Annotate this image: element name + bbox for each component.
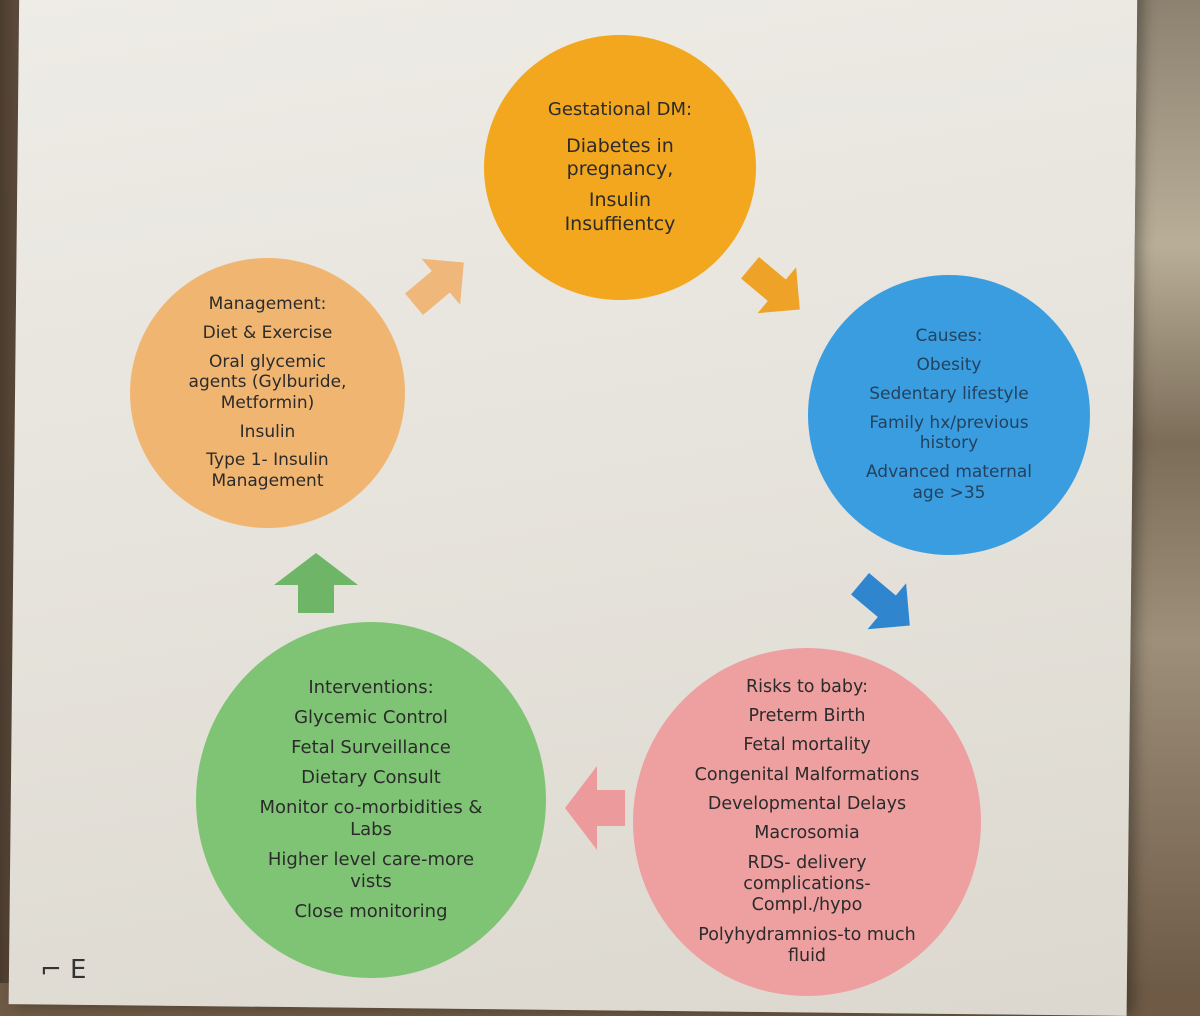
management-circle: Management: Diet & Exercise Oral glycemi… [130,258,405,528]
risks-item: RDS- delivery [747,852,867,873]
risks-item: Polyhydramnios-to much [698,924,916,945]
causes-circle: Causes: Obesity Sedentary lifestyle Fami… [808,275,1090,555]
risks-item: Compl./hypo [751,895,863,916]
gestational-dm-title: Gestational DM: [547,99,693,121]
risks-item: Macrosomia [754,823,860,844]
management-item: Metformin) [220,393,315,413]
causes-item: Family hx/previous [869,412,1029,433]
causes-item: Obesity [916,355,982,376]
interventions-item: Higher level care-more [267,848,475,870]
risks-item: Developmental Delays [707,793,907,814]
causes-item: Sedentary lifestyle [869,383,1029,404]
interventions-item: Dietary Consult [301,767,441,789]
interventions-item: vists [350,870,392,892]
gestational-dm-line: pregnancy, [566,158,674,181]
management-item: Diet & Exercise [202,322,333,343]
causes-title: Causes: [915,326,983,347]
risks-title: Risks to baby: [745,676,868,697]
risks-circle: Risks to baby: Preterm Birth Fetal morta… [633,648,981,996]
handwritten-mark: ⌐ E [40,955,87,985]
interventions-item: Fetal Surveillance [291,737,451,759]
management-item: Insulin [239,421,296,442]
risks-item: Congenital Malformations [694,764,920,785]
interventions-circle: Interventions: Glycemic Control Fetal Su… [196,622,546,978]
arrow-gestational-to-causes-icon [741,256,800,314]
management-title: Management: [208,294,327,315]
risks-item: Fetal mortality [743,735,871,756]
risks-item: Preterm Birth [748,705,866,726]
interventions-item: Close monitoring [294,900,448,922]
causes-item: age >35 [912,482,986,503]
interventions-item: Labs [350,818,392,840]
arrow-interventions-to-management-icon [274,553,358,613]
causes-item: Advanced maternal [865,462,1033,483]
management-item: Management [211,471,324,492]
gestational-dm-line: Insulin [588,189,652,212]
causes-item: history [919,433,979,454]
interventions-item: Monitor co-morbidities & [259,797,483,819]
management-item: agents (Gylburide, [188,372,347,393]
interventions-title: Interventions: [308,677,434,699]
gestational-dm-line: Diabetes in [566,135,674,158]
arrow-management-to-gestational-icon [405,258,464,316]
arrow-causes-to-risks-icon [851,572,910,630]
gestational-dm-line: Insuffientcy [564,212,676,235]
gestational-dm-circle: Gestational DM: Diabetes in pregnancy, I… [484,35,756,300]
risks-item: fluid [787,946,827,967]
risks-item: complications- [743,874,871,895]
arrow-risks-to-interventions-icon [565,766,625,850]
interventions-item: Glycemic Control [294,707,448,729]
management-item: Oral glycemic [209,351,326,372]
management-item: Type 1- Insulin [206,450,329,471]
